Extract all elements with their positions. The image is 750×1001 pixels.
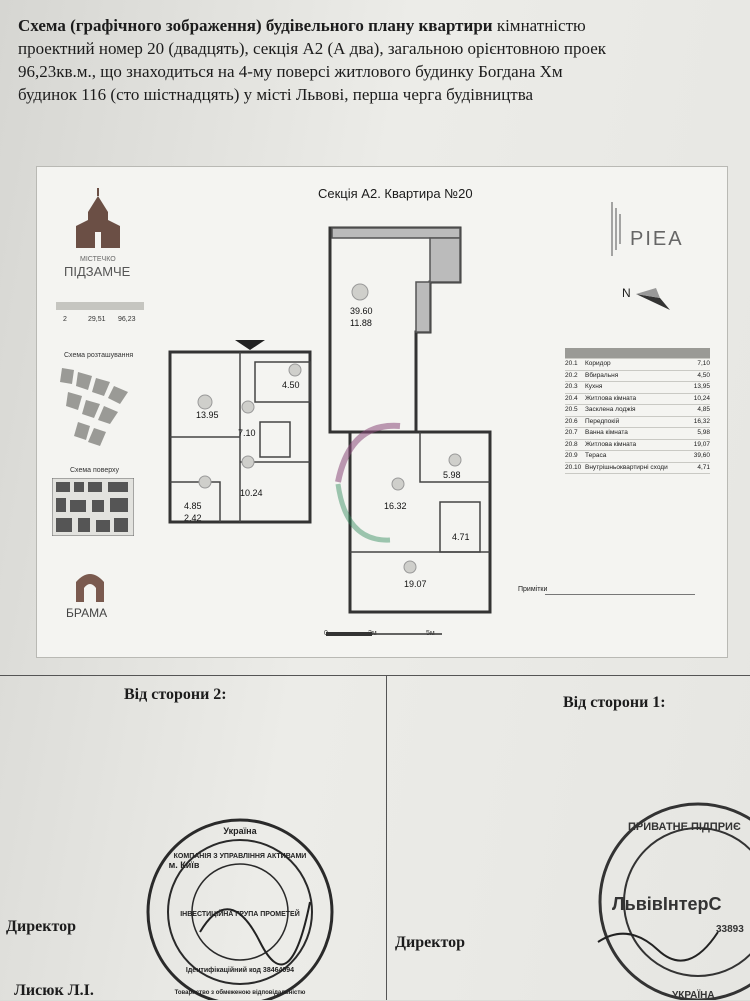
- scale-5: 5м: [426, 630, 435, 637]
- director-label-right: Директор: [395, 934, 465, 951]
- header-line-3: 96,23кв.м., що знаходиться на 4-му повер…: [18, 62, 563, 81]
- room-label-corridor: 7.10: [238, 428, 256, 438]
- stamp-left-city: м. Київ: [169, 860, 200, 870]
- stamp-right-top: ПРИВАТНЕ ПІДПРИЄ: [628, 821, 741, 833]
- chapel-logo-icon: [76, 188, 120, 248]
- room-label-bath-2: 5.98: [443, 470, 461, 480]
- header-line-2: проектний номер 20 (двадцять), секція А2…: [18, 39, 607, 58]
- header-line-1: Схема (графічного зображення) будівельно…: [18, 16, 586, 35]
- room-label-room-1: 10.24: [240, 488, 263, 498]
- notes-line: [545, 594, 695, 595]
- north-label: N: [622, 286, 631, 300]
- brand-brama: БРАМА: [66, 606, 108, 620]
- document-header: Схема (графічного зображення) будівельно…: [18, 14, 750, 106]
- notes-label: Примітки: [518, 586, 548, 593]
- brand-left: ПІДЗАМЧЕ: [64, 264, 131, 279]
- info-header-bar: [56, 302, 144, 310]
- floor-scheme: [52, 478, 134, 536]
- info-living: 29,51: [88, 316, 106, 323]
- brand-left-small: МІСТЕЧКО: [80, 256, 116, 263]
- room-label-terrace: 39.60: [350, 306, 373, 316]
- piea-logo-icon: [611, 202, 621, 256]
- signature-table: [0, 675, 750, 1001]
- stamp-left-legal-form: Товариство з обмеженою відповідальністю: [175, 989, 306, 996]
- info-total: 96,23: [118, 316, 136, 323]
- scale-0: 0: [324, 630, 328, 637]
- party-2-label: Від сторони 2:: [124, 686, 227, 703]
- stamp-right-country: УКРАЇНА: [672, 988, 715, 1000]
- scheme-floor-label: Схема поверху: [70, 467, 120, 474]
- signatory-name: Лисюк Л.І.: [14, 982, 94, 999]
- stamp-right-code: 33893: [716, 924, 744, 935]
- room-label-loggia: 4.85: [184, 501, 202, 511]
- room-label-kitchen: 13.95: [196, 410, 219, 420]
- scale-bar: [326, 632, 442, 636]
- stamp-right-name: ЛьвівІнтерС: [612, 894, 722, 914]
- brand-right: PIEA: [630, 228, 684, 250]
- plan-title: Секція А2. Квартира №20: [318, 186, 473, 201]
- room-label-terrace-2: 11.88: [350, 318, 372, 328]
- stamp-left-country: Україна: [223, 826, 257, 836]
- scale-2: 2м: [368, 630, 377, 637]
- brama-logo-icon: [76, 574, 104, 602]
- company-stamp-left: Україна м. Київ КОМПАНІЯ З УПРАВЛІННЯ АК…: [146, 818, 334, 1000]
- company-stamp-right: ПРИВАТНЕ ПІДПРИЄ ЛьвівІнтерС УКРАЇНА 338…: [597, 802, 750, 1000]
- legend-header: [565, 348, 710, 359]
- signature-divider: [386, 675, 387, 1000]
- north-arrow-icon: [636, 288, 670, 310]
- stamp-left-code: Ідентифікаційний код 38464094: [186, 966, 294, 974]
- location-scheme: [60, 368, 128, 446]
- room-label-room-2: 19.07: [404, 579, 427, 589]
- stamp-left-company: КОМПАНІЯ З УПРАВЛІННЯ АКТИВАМИ: [174, 853, 307, 860]
- room-label-hall: 16.32: [384, 501, 407, 511]
- director-label-left: Директор: [6, 918, 76, 935]
- party-1-label: Від сторони 1:: [563, 694, 666, 711]
- scheme-location-label: Схема розташування: [64, 352, 134, 359]
- room-label-stairs: 4.71: [452, 532, 470, 542]
- header-line-4: будинок 116 (сто шістнадцять) у місті Ль…: [18, 85, 534, 104]
- room-label-bathroom: 4.50: [282, 380, 300, 390]
- info-floor: 2: [63, 316, 67, 323]
- apartment-floor-plan: 39.60 11.88 13.95 4.50 7.10 10.24 4.85 2…: [168, 226, 492, 614]
- room-label-loggia-2: 2.42: [184, 513, 202, 523]
